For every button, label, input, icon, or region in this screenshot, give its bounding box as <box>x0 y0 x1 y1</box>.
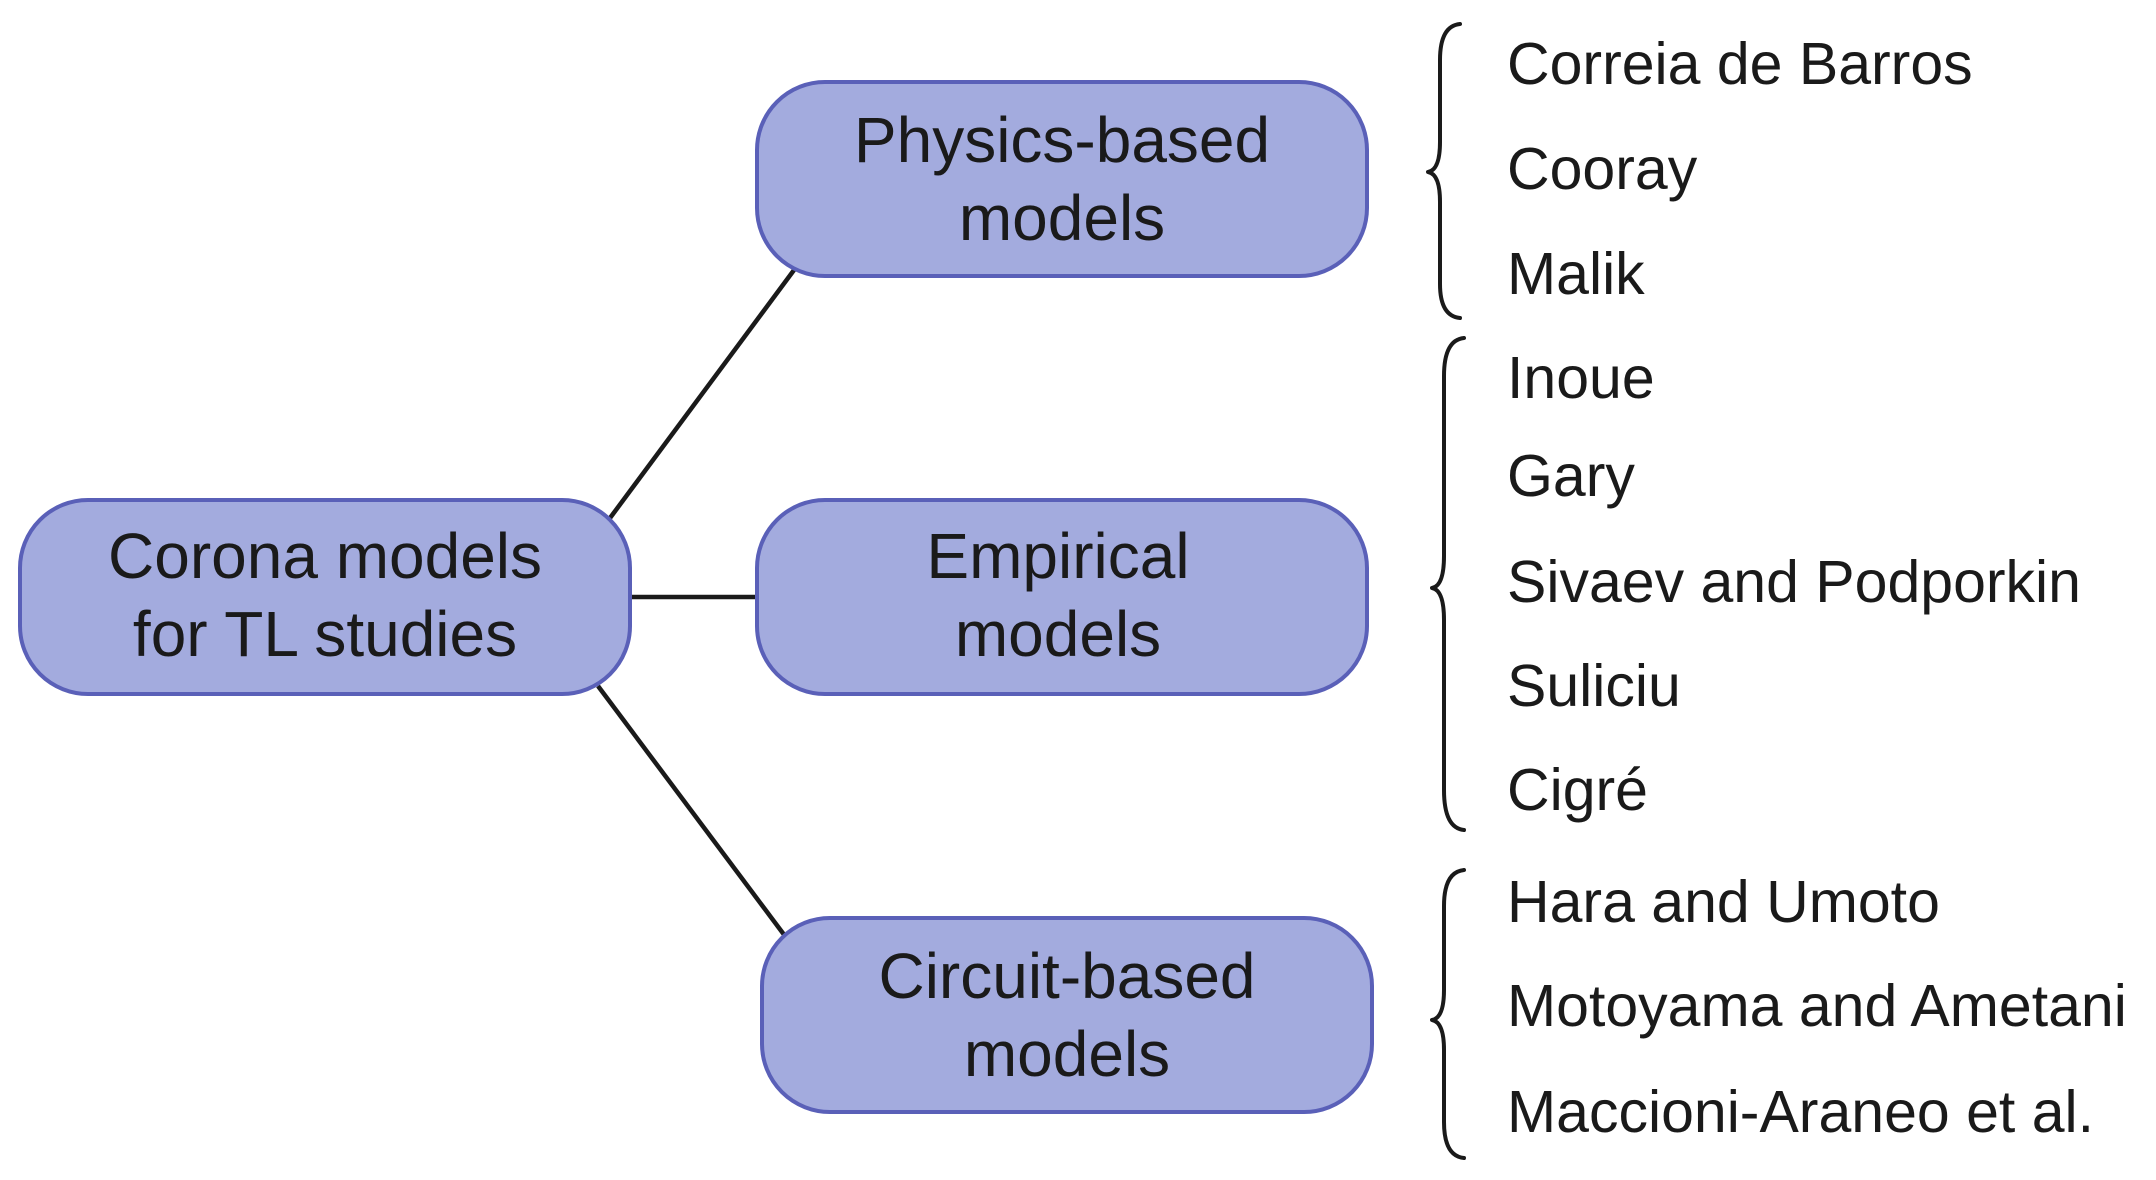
category-physics-line-1: Physics-based <box>854 104 1270 176</box>
model-item: Maccioni-Araneo et al. <box>1507 1079 2094 1145</box>
root-node: Corona models for TL studies <box>18 498 632 696</box>
category-box-physics <box>755 80 1369 278</box>
brace-physics <box>1426 22 1462 320</box>
category-box-empirical <box>755 498 1369 696</box>
model-item: Inoue <box>1507 345 1655 411</box>
category-empirical-line-2: models <box>955 598 1161 670</box>
connector-root-circuit <box>596 684 790 942</box>
category-node-physics: Physics-based models <box>755 80 1369 278</box>
category-box-circuit <box>760 916 1374 1114</box>
category-circuit-line-2: models <box>964 1018 1170 1090</box>
category-node-empirical: Empirical models <box>755 498 1369 696</box>
category-circuit-line-1: Circuit-based <box>878 940 1255 1012</box>
category-physics-line-2: models <box>959 182 1165 254</box>
model-item: Gary <box>1507 443 1635 509</box>
model-item: Sivaev and Podporkin <box>1507 549 2081 615</box>
category-node-circuit: Circuit-based models <box>760 916 1374 1114</box>
model-item: Hara and Umoto <box>1507 869 1940 935</box>
brace-circuit <box>1430 868 1466 1160</box>
category-empirical-line-1: Empirical <box>926 520 1189 592</box>
model-item: Motoyama and Ametani <box>1507 973 2127 1039</box>
root-node-line-1: Corona models <box>108 520 542 592</box>
model-item: Correia de Barros <box>1507 31 1973 97</box>
brace-empirical <box>1430 336 1466 832</box>
model-item: Malik <box>1507 241 1645 307</box>
model-item: Cooray <box>1507 136 1698 202</box>
model-item: Cigré <box>1507 757 1648 823</box>
root-node-line-2: for TL studies <box>133 598 517 670</box>
model-item: Suliciu <box>1507 653 1681 719</box>
root-node-box <box>18 498 632 696</box>
connector-root-physics <box>608 264 799 520</box>
